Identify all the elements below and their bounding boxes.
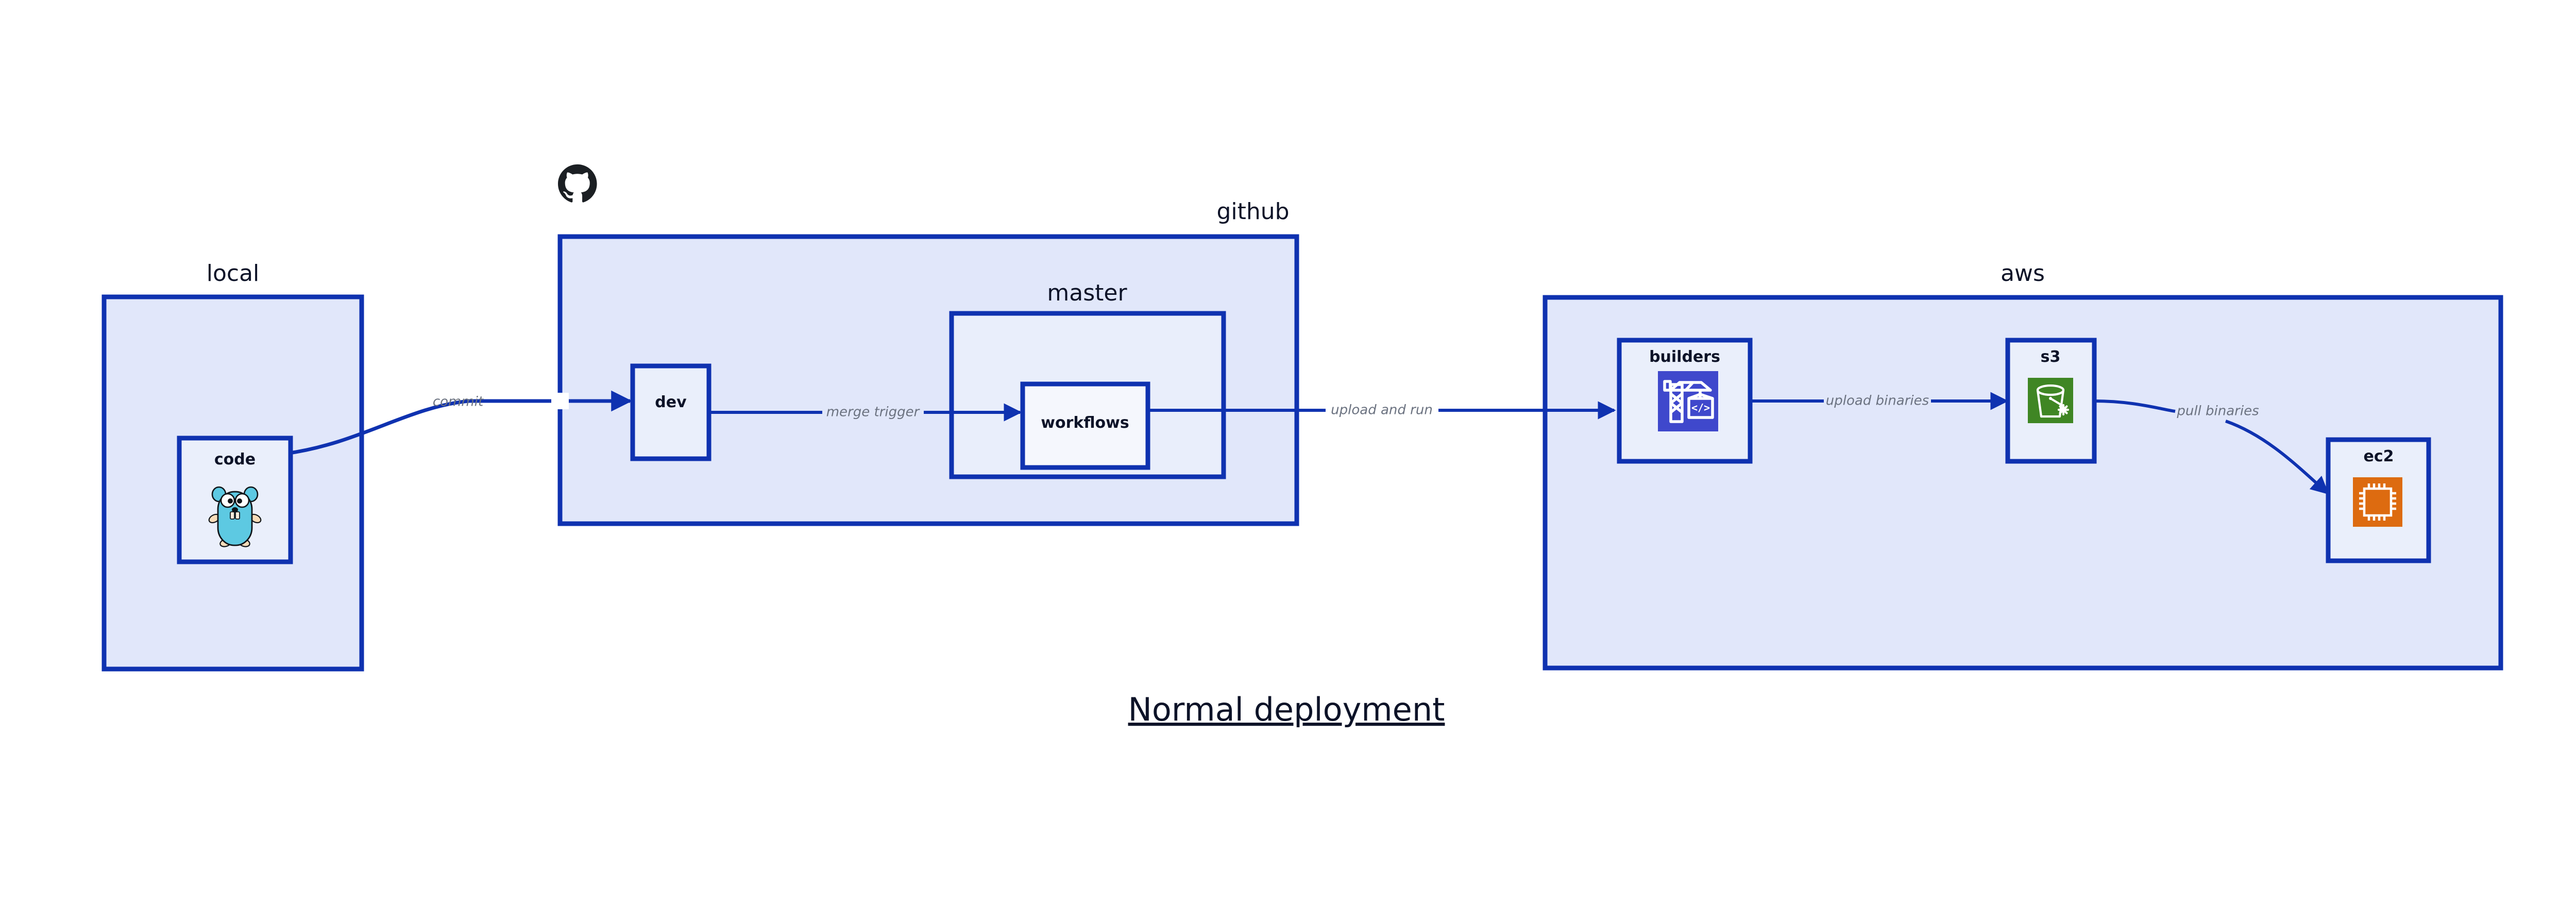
node-code-label: code xyxy=(214,450,256,469)
node-dev-label: dev xyxy=(655,393,687,411)
edge-upload-binaries: upload binaries xyxy=(1741,392,2009,410)
github-octocat-logo xyxy=(558,164,597,203)
node-dev[interactable]: dev xyxy=(630,363,711,461)
node-ec2-label: ec2 xyxy=(2363,447,2394,465)
node-s3[interactable]: s3 xyxy=(2005,338,2097,464)
edge-commit-label: commit xyxy=(433,394,484,410)
node-ec2[interactable]: ec2 xyxy=(2326,437,2431,563)
cluster-github-label: github xyxy=(1216,198,1289,225)
node-builders[interactable]: builders xyxy=(1617,338,1753,464)
edge-pull-binaries-seg-a xyxy=(2094,399,2176,413)
edge-pull-binaries-label: pull binaries xyxy=(2176,404,2259,419)
edge-pull-binaries: pull binaries xyxy=(2094,399,2329,495)
edge-pull-binaries-seg-b xyxy=(2225,420,2329,495)
edge-commit: commit xyxy=(285,390,633,456)
node-dev-box[interactable] xyxy=(630,363,711,461)
edge-merge-trigger: merge trigger xyxy=(709,403,1022,422)
node-s3-label: s3 xyxy=(2041,348,2061,366)
node-workflows-box[interactable] xyxy=(1020,381,1150,470)
go-gopher-icon xyxy=(208,486,262,547)
node-builders-label: builders xyxy=(1649,348,1720,366)
edge-commit-curve xyxy=(285,399,469,456)
diagram-title: Normal deployment xyxy=(1128,691,1445,728)
edge-commit-label-gap-left xyxy=(551,393,569,409)
svg-text:</>: </> xyxy=(1691,402,1710,414)
cluster-local-label: local xyxy=(207,260,260,287)
aws-codebuild-icon: </> xyxy=(1658,371,1718,431)
edge-merge-trigger-label: merge trigger xyxy=(826,405,921,420)
node-workflows-label: workflows xyxy=(1041,414,1129,432)
edge-upload-binaries-label: upload binaries xyxy=(1826,393,1929,409)
cluster-master-label: master xyxy=(1047,280,1127,306)
edge-upload-and-run-label: upload and run xyxy=(1331,403,1433,418)
cluster-aws-label: aws xyxy=(2001,260,2045,287)
aws-ec2-chip-icon xyxy=(2353,477,2402,527)
node-workflows[interactable]: workflows xyxy=(1020,381,1150,470)
node-code[interactable]: code xyxy=(177,436,293,564)
aws-s3-bucket-icon xyxy=(2028,378,2073,423)
edge-upload-and-run: upload and run xyxy=(1148,401,1616,420)
